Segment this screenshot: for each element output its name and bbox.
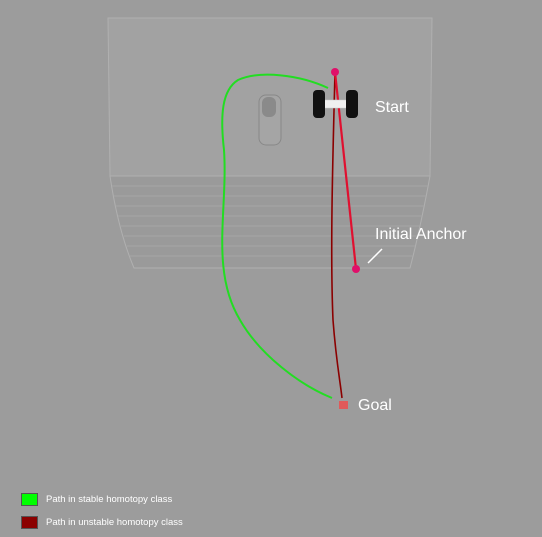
start-point [331,68,339,76]
box-obstacle [107,17,433,269]
post-obstacle [258,94,282,146]
legend-unstable-swatch [21,516,38,529]
initial-anchor-label: Initial Anchor [375,226,467,243]
robot [313,90,358,118]
initial-anchor-pointer [367,248,383,264]
goal-label: Goal [358,397,392,414]
legend-stable-text: Path in stable homotopy class [46,493,173,505]
unstable-path [330,71,343,399]
legend-unstable-text: Path in unstable homotopy class [46,516,183,528]
legend-stable: Path in stable homotopy class [21,493,172,506]
box-front-face [109,175,431,269]
goal-marker [339,401,348,409]
start-label: Start [375,99,409,116]
box-front-stripes [112,185,428,257]
stable-path [221,73,333,399]
initial-anchor-point [352,265,360,273]
legend-unstable: Path in unstable homotopy class [21,516,183,529]
legend-stable-swatch [21,493,38,506]
